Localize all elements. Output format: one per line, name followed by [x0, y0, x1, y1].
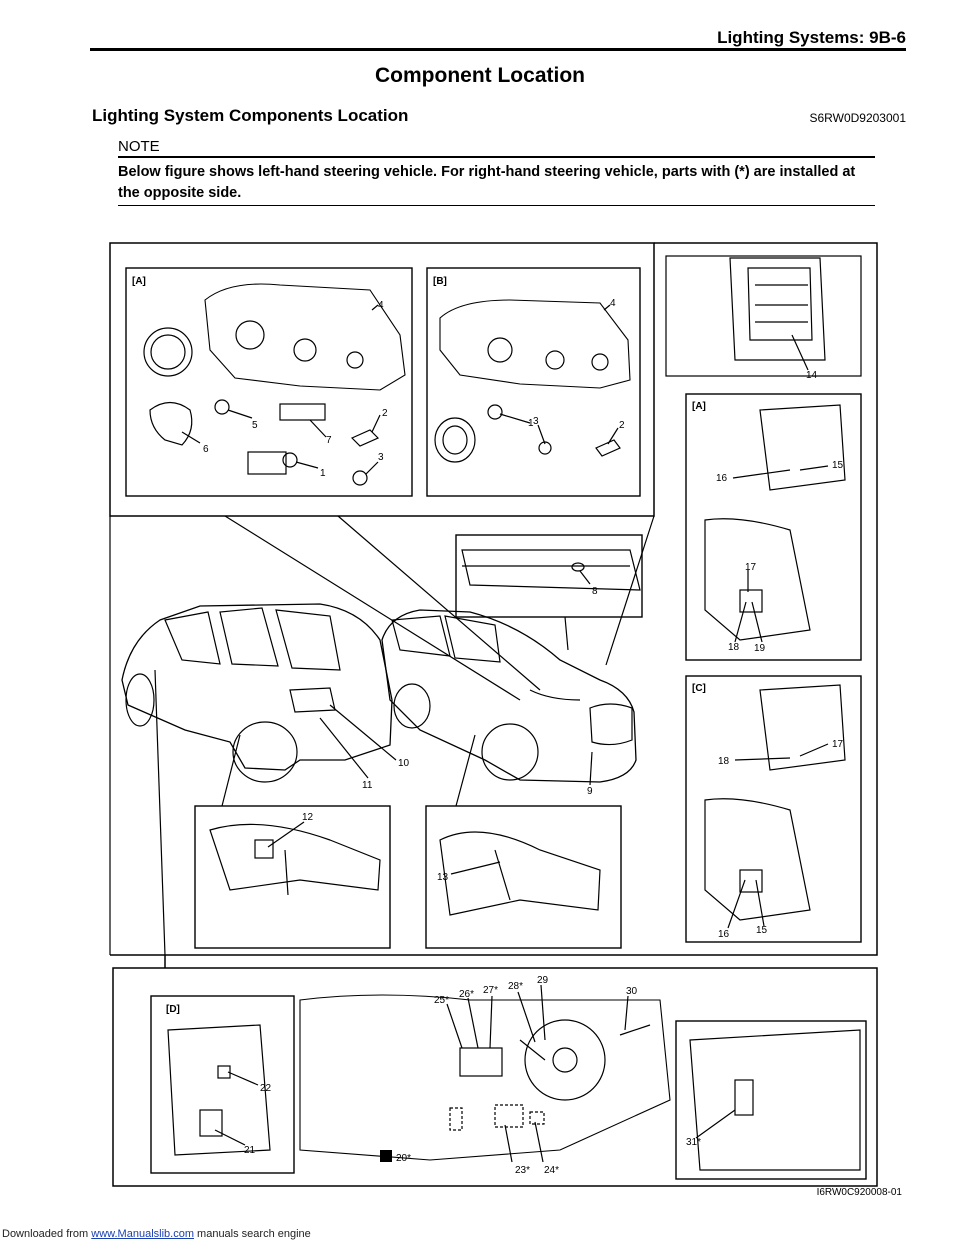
callout-4b: 4 [610, 298, 616, 309]
panel-label-a-right: [A] [692, 401, 706, 412]
page-header-title: Lighting Systems: 9B-6 [717, 28, 906, 47]
panel-label-b-top: [B] [433, 276, 447, 287]
callout-9: 9 [587, 786, 593, 797]
callout-22: 22 [260, 1083, 272, 1094]
panel-label-d: [D] [166, 1004, 180, 1015]
callout-14: 14 [806, 370, 818, 381]
callout-18a: 18 [728, 642, 740, 653]
callout-2a: 2 [382, 408, 388, 419]
callout-18b: 18 [718, 756, 730, 767]
figure-code: I6RW0C920008-01 [816, 1187, 902, 1198]
callout-25: 25* [434, 995, 449, 1006]
note-rule-bottom [118, 205, 875, 206]
callout-11: 11 [362, 780, 373, 791]
callout-24: 24* [544, 1165, 559, 1176]
callout-10: 10 [398, 758, 410, 769]
callout-29: 29 [537, 975, 549, 986]
callout-20: 20* [396, 1153, 411, 1164]
callout-4a: 4 [378, 300, 384, 311]
callout-23: 23* [515, 1165, 530, 1176]
callout-1a: 1 [320, 468, 326, 479]
callout-28: 28* [508, 981, 523, 992]
panel-label-c-right: [C] [692, 683, 706, 694]
headlamp-panel-b [426, 267, 641, 497]
manualslib-link[interactable]: www.Manualslib.com [91, 1228, 194, 1240]
callout-26: 26* [459, 989, 474, 1000]
callout-8: 8 [592, 586, 598, 597]
note-rule [118, 156, 875, 158]
callout-6: 6 [203, 444, 209, 455]
callout-30: 30 [626, 986, 638, 997]
callout-31: 31* [686, 1137, 701, 1148]
callout-5: 5 [252, 420, 258, 431]
callout-12: 12 [302, 812, 314, 823]
callout-27: 27* [483, 985, 498, 996]
note-label: NOTE [118, 138, 160, 155]
callout-15b: 15 [756, 925, 768, 936]
footer-prefix: Downloaded from [2, 1228, 92, 1240]
callout-2b: 2 [619, 420, 625, 431]
subsection-title: Lighting System Components Location [92, 106, 409, 125]
callout-19: 19 [754, 643, 766, 654]
download-footer: Downloaded from www.Manualslib.com manua… [2, 1228, 311, 1240]
callout-3a: 3 [378, 452, 384, 463]
callout-16a: 16 [716, 473, 728, 484]
subsection-code: S6RW0D9203001 [809, 111, 906, 125]
callout-3b: 3 [533, 416, 539, 427]
header-rule [90, 48, 906, 51]
callout-7: 7 [326, 435, 332, 446]
callout-21: 21 [244, 1145, 256, 1156]
component-20-marker [380, 1150, 392, 1162]
panel-label-a-top: [A] [132, 276, 146, 287]
callout-15a: 15 [832, 460, 844, 471]
callout-13: 13 [437, 872, 449, 883]
callout-1b: 1 [528, 418, 534, 429]
callout-17b: 17 [832, 739, 844, 750]
note-text: Below figure shows left-hand steering ve… [118, 164, 856, 201]
footer-suffix: manuals search engine [193, 1228, 311, 1240]
headlamp-panel-a [125, 267, 413, 497]
callout-16b: 16 [718, 929, 730, 940]
callout-17a: 17 [745, 562, 757, 573]
section-title: Component Location [375, 64, 585, 87]
